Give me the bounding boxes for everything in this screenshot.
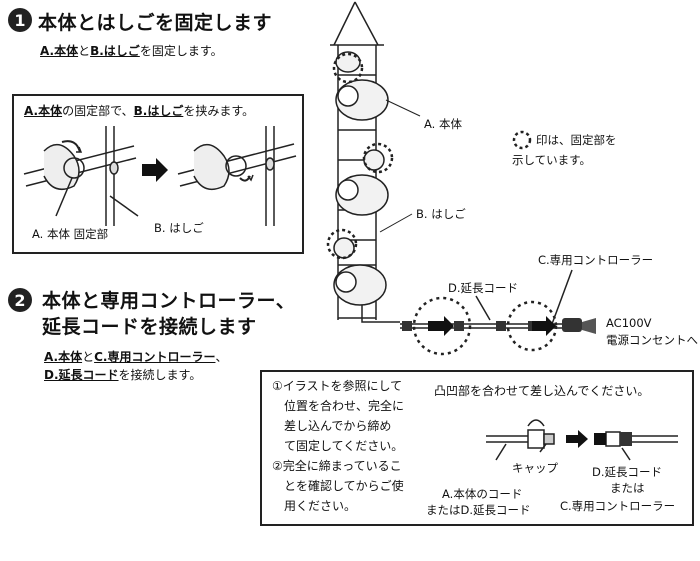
diagram-controller-label: C.専用コントローラー [538, 253, 654, 267]
ladder-ref: B.はしご [133, 104, 184, 118]
sub-rest-text: 、 [215, 350, 228, 364]
connector-illustration [486, 419, 678, 461]
controller-ref: C.専用コントローラー [94, 350, 216, 364]
legend-line-1: 印は、固定部を [536, 133, 617, 147]
diagram-ladder-label: B. はしご [416, 207, 466, 221]
step-2-subtitle-line2: D.延長コードを接続します。 [44, 366, 201, 383]
sub-rest-text: を接続します。 [118, 368, 202, 382]
ladder-ref: B.はしご [90, 44, 140, 58]
instruction-line: とを確認してからご使 [284, 479, 404, 493]
left-cord-label-2: またはD.延長コード [426, 503, 531, 517]
step-2-badge: 2 [8, 288, 32, 312]
body-ref: A.本体 [40, 44, 79, 58]
body-ref: A.本体 [24, 104, 63, 118]
step-2-subtitle-line1: A.本体とC.専用コントローラー、 [44, 348, 227, 365]
instruction-line: 差し込んでから締め [284, 419, 392, 433]
clamp-ladder-label: B. はしご [154, 221, 204, 235]
intro-mid-text: の固定部で、 [62, 104, 134, 118]
right-cord-label-3: C.専用コントローラー [560, 499, 676, 513]
sub-rest-text: を固定します。 [139, 44, 223, 58]
step-2-title-line1: 本体と専用コントローラー、 [42, 290, 296, 312]
conj-text: と [78, 44, 91, 58]
arrow-icon [428, 316, 454, 336]
left-cord-label-1: A.本体のコード [442, 487, 523, 501]
legend-line-2: 示しています。 [512, 153, 592, 167]
figure-icon [333, 51, 389, 306]
body-ref: A.本体 [44, 350, 83, 364]
connector-heading: 凸凹部を合わせて差し込んでください。 [434, 384, 650, 398]
step-1-box-intro: A.本体の固定部で、B.はしごを挟みます。 [24, 102, 254, 119]
right-cord-label-2: または [610, 481, 645, 495]
clamp-body-label: A. 本体 固定部 [32, 227, 109, 241]
arrow-icon [532, 316, 556, 336]
step-1-detail-box: A.本体の固定部で、B.はしごを挟みます。 [12, 94, 304, 254]
connection-notes-box: ①イラストを参照にして 位置を合わせ、完全に 差し込んでから締め て固定してくだ… [260, 370, 694, 526]
intro-rest-text: を挟みます。 [183, 104, 255, 118]
plug-icon [582, 318, 596, 334]
diagram-ac-label-2: 電源コンセントへ [606, 333, 698, 347]
diagram-ac-label-1: AC100V [606, 316, 652, 330]
arrow-icon [566, 430, 588, 448]
ladder-diagram [326, 1, 596, 356]
instruction-line: て固定してください。 [284, 439, 404, 453]
instruction-line: ②完全に締まっているこ [272, 459, 402, 473]
instruction-line: 位置を合わせ、完全に [284, 399, 405, 413]
step-1-subtitle: A.本体とB.はしごを固定します。 [40, 42, 223, 59]
step-1-title: 本体とはしごを固定します [38, 12, 273, 34]
arrow-icon [142, 158, 168, 182]
step-1-badge: 1 [8, 8, 32, 32]
instruction-line: ①イラストを参照にして [272, 379, 403, 393]
step-2-title-line2: 延長コードを接続します [42, 316, 257, 338]
conj-text: と [82, 350, 95, 364]
clamp-illustration [23, 126, 297, 226]
instruction-line: 用ください。 [284, 499, 357, 513]
instruction-list: ①イラストを参照にして 位置を合わせ、完全に 差し込んでから締め て固定してくだ… [272, 376, 404, 516]
extension-ref: D.延長コード [44, 368, 119, 382]
right-cord-label-1: D.延長コード [592, 465, 663, 479]
diagram-extension-label: D.延長コード [448, 281, 519, 295]
cap-label: キャップ [512, 461, 558, 475]
diagram-body-label: A. 本体 [424, 117, 462, 131]
